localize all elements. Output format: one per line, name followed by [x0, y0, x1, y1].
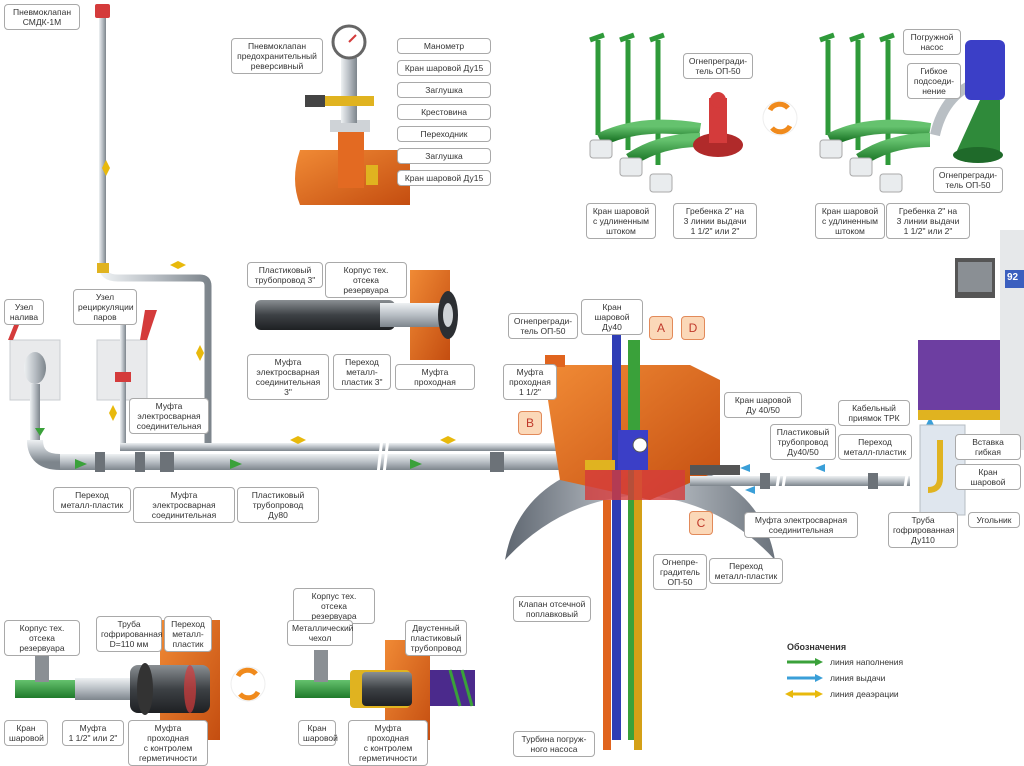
legend-swatches [785, 658, 823, 698]
label-ball-valve-du40-50: Кран шаровой Ду 40/50 [724, 392, 802, 418]
legend-title: Обозначения [787, 642, 847, 652]
label-adapter-metal-plastic-center: Переход металл-пластик [709, 558, 783, 584]
label-ball-valve-right: Кран шаровой [955, 464, 1021, 490]
label-manifold-2: Гребенка 2" на 3 линии выдачи 1 1/2" или… [886, 203, 970, 239]
label-submersible-pump: Погружной насос [903, 29, 961, 55]
label-adapter-metal-plastic-bl: Переход металл- пластик [164, 616, 212, 652]
label-flame-arrester-op50-top: Огнепрегради- тель ОП-50 [508, 313, 578, 339]
label-flame-arrester-op50-tr1: Огнепрегради- тель ОП-50 [683, 53, 753, 79]
legend-item-deaeration: линия деаэрации [830, 689, 899, 699]
label-adapter: Переходник [397, 126, 491, 142]
label-cross: Крестовина [397, 104, 491, 120]
label-coupling-electrofusion-right: Муфта электросварная соединительная [744, 512, 858, 538]
label-vapor-node: Узел рециркуляции паров [73, 289, 137, 325]
label-adapter-metal-plastic-right: Переход металл-пластик [838, 434, 912, 460]
label-coupling-electrofusion-left: Муфта электросварная соединительная [133, 487, 235, 523]
cycle-icon-1 [762, 100, 798, 136]
point-tag-b: B [518, 411, 542, 435]
coupling-3-inch-detail [255, 270, 458, 360]
legend-item-dispense: линия выдачи [830, 673, 886, 683]
label-adapter-metal-plastic-left: Переход металл-пластик [53, 487, 131, 513]
label-tank-body-bl: Корпус тех. отсека резервуара [4, 620, 80, 656]
label-ball-valve-du40: Кран шаровой Ду40 [581, 299, 643, 335]
label-coupling-electrofusion-3: Муфта электросварная соединительная 3" [247, 354, 329, 400]
label-elbow: Угольник [968, 512, 1020, 528]
label-coupling-pass-through-1-5: Муфта проходная 1 1/2" [503, 364, 557, 400]
label-cable-pit: Кабельный приямок ТРК [838, 400, 910, 426]
label-fill-node: Узел налива [4, 299, 44, 325]
label-flame-arrester-op50-bottom: Огнепре- градитель ОП-50 [653, 554, 707, 590]
label-flame-arrester-op50-tr2: Огнепрегради- тель ОП-50 [933, 167, 1003, 193]
label-tank-body-bc: Корпус тех. отсека резервуара [293, 588, 375, 624]
label-ball-valve-du15-top: Кран шаровой Ду15 [397, 60, 491, 76]
fuel-dispenser [918, 230, 1024, 516]
label-ball-valve-bl: Кран шаровой [4, 720, 48, 746]
deaeration-arrows [102, 160, 456, 444]
label-flexible-insert: Вставка гибкая [955, 434, 1021, 460]
label-ball-valve-extended-1: Кран шаровой с удлиненным штоком [586, 203, 656, 239]
point-tag-a: A [649, 316, 673, 340]
dispenser-number: 92 [1007, 272, 1019, 283]
fill-node [8, 310, 140, 470]
label-ball-valve-bc: Кран шаровой [298, 720, 338, 746]
main-pipe-du80 [60, 437, 560, 475]
label-plastic-pipe-du80: Пластиковый трубопровод Ду80 [237, 487, 319, 523]
label-corrugated-pipe-du110: Труба гофрированная Ду110 [888, 512, 958, 548]
safety-valve-detail [295, 24, 410, 205]
label-plastic-pipe-du40-50: Пластиковый трубопровод Ду40/50 [770, 424, 836, 460]
label-submersible-turbine: Турбина погруж- ного насоса [513, 731, 595, 757]
label-adapter-metal-plastic-3: Переход металл- пластик 3" [333, 354, 391, 390]
vapor-recirculation-node [96, 290, 157, 450]
point-tag-c: C [689, 511, 713, 535]
label-coupling-1-5-or-2: Муфта 1 1/2" или 2" [62, 720, 124, 746]
vent-pipe [95, 4, 212, 448]
label-coupling-pass-through-top: Муфта проходная [395, 364, 475, 390]
label-plug-bottom: Заглушка [397, 148, 491, 164]
label-flexible-connection: Гибкое подсоеди- нение [907, 63, 961, 99]
label-manometer: Манометр [397, 38, 491, 54]
label-float-valve: Клапан отсечной поплавковый [513, 596, 591, 622]
point-tag-d: D [681, 316, 705, 340]
label-corrugated-pipe-d110: Труба гофрированная D=110 мм [96, 616, 162, 652]
cycle-icon-2 [230, 666, 266, 702]
label-coupling-pass-sealed-1: Муфта проходная с контролем герметичност… [128, 720, 208, 766]
label-manifold-1: Гребенка 2" на 3 линии выдачи 1 1/2" или… [673, 203, 757, 239]
legend-item-fill: линия наполнения [830, 657, 904, 667]
label-metal-cover: Металлический чехол [287, 620, 353, 646]
label-ball-valve-du15-bottom: Кран шаровой Ду15 [397, 170, 491, 186]
manifold-group-2 [819, 32, 1005, 193]
label-plastic-pipe-3: Пластиковый трубопровод 3" [247, 262, 323, 288]
label-tank-body-top: Корпус тех. отсека резервуара [325, 262, 407, 298]
label-double-wall-pipe: Двустенный пластиковый трубопровод [405, 620, 467, 656]
label-pneumo-smdk: Пневмоклапан СМДК-1М [4, 4, 80, 30]
label-coupling-electrofusion-small: Муфта электросварная соединительная [129, 398, 209, 434]
manifold-group-1 [589, 32, 743, 193]
fill-arrows [35, 428, 422, 469]
central-tank [505, 330, 775, 750]
label-coupling-pass-sealed-2: Муфта проходная с контролем герметичност… [348, 720, 428, 766]
label-ball-valve-extended-2: Кран шаровой с удлиненным штоком [815, 203, 885, 239]
label-plug-top: Заглушка [397, 82, 491, 98]
label-pneumo-safety: Пневмоклапан предохранительный реверсивн… [231, 38, 323, 74]
